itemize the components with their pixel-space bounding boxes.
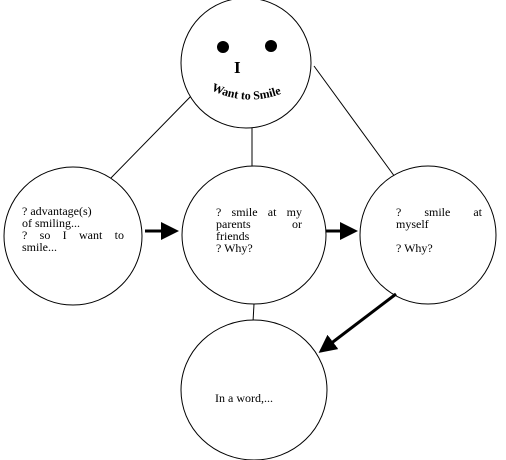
right-node-text: ? smile at myself ? Why? [396,206,482,254]
left-line-3: ? so I want to [22,228,124,242]
left-node-text: ? advantage(s) of smiling... ? so I want… [22,205,124,253]
right-circle [359,165,497,305]
right-eye-icon [265,40,277,52]
left-line-2: of smiling... [22,216,81,230]
top-subject: I [234,58,241,77]
right-line-1: ? smile at [396,205,482,219]
right-line-2: myself [396,217,429,231]
connector-top-right [313,65,396,178]
center-line-4: ? Why? [216,241,253,255]
left-line-4: smile... [22,240,57,254]
center-node-text: ? smile at my parents or friends ? Why? [216,206,302,254]
bottom-circle [180,319,328,460]
connector-top-left [107,91,196,182]
arrow-right-to-bottom [318,292,397,353]
left-circle [3,166,143,306]
center-circle [181,165,327,305]
right-line-4: ? Why? [396,241,433,255]
bottom-line-1: In a word,... [215,391,273,405]
left-eye-icon [217,41,229,53]
center-line-1: ? smile at my [216,205,302,219]
top-circle [180,0,312,129]
center-line-3: friends [216,229,250,243]
connector-center-bottom [252,303,255,323]
bottom-node-text: In a word,... [215,392,335,404]
center-line-2: parents or [216,217,302,231]
left-line-1: ? advantage(s) [22,204,92,218]
